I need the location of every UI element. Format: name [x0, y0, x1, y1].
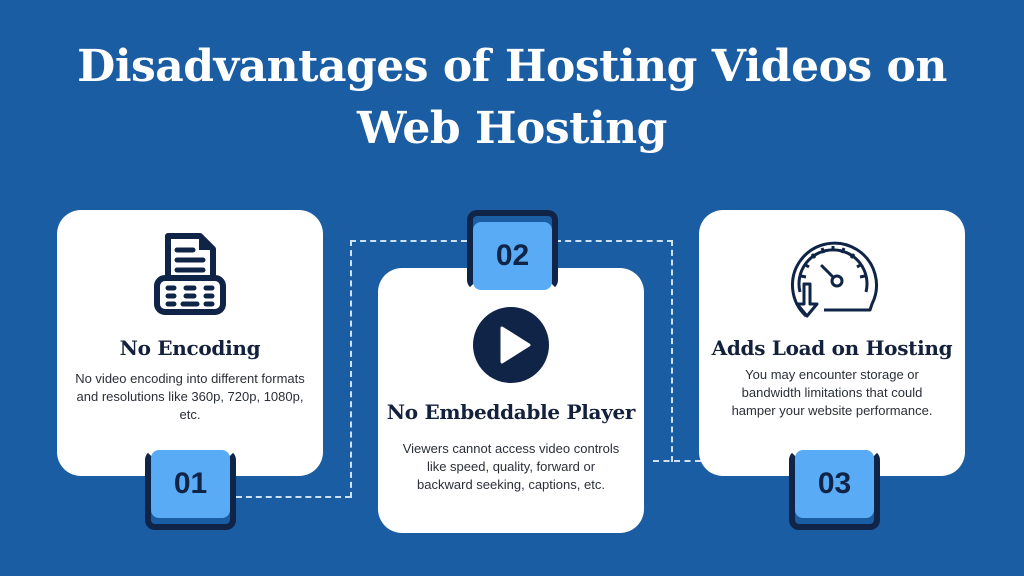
badge-frame: [467, 210, 558, 290]
card-adds-load-on-hosting: Adds Load on Hosting You may encounter s…: [699, 210, 965, 476]
connector-3-horizontal: [653, 460, 701, 462]
connector-1-horizontal: [236, 496, 351, 498]
card-heading: No Encoding: [119, 336, 261, 360]
badge-number: 02: [473, 222, 552, 290]
badge-number: 01: [151, 450, 230, 518]
card-description: No video encoding into different formats…: [75, 371, 305, 422]
badge-number: 03: [795, 450, 874, 518]
speedometer-down-icon: [784, 232, 880, 320]
number-badge-03: 03: [789, 450, 880, 530]
title-line-1: Disadvantages of Hosting Videos on: [77, 41, 947, 92]
play-circle-icon: [472, 306, 550, 384]
title-line-2: Web Hosting: [357, 103, 667, 154]
connector-3-vertical: [671, 240, 673, 462]
card-heading: Adds Load on Hosting: [711, 336, 953, 360]
card-description: Viewers cannot access video controls lik…: [402, 441, 620, 492]
document-printer-icon: [153, 232, 227, 316]
connector-2-horizontal-left: [350, 240, 467, 242]
card-heading: No Embeddable Player: [386, 400, 636, 424]
card-description: You may encounter storage or bandwidth l…: [731, 367, 933, 418]
number-badge-02: 02: [467, 210, 558, 290]
connector-1-vertical: [350, 240, 352, 498]
page-title: Disadvantages of Hosting Videos on Web H…: [0, 36, 1024, 160]
card-no-encoding: No Encoding No video encoding into diffe…: [57, 210, 323, 476]
badge-frame: [145, 450, 236, 530]
card-no-embeddable-player: No Embeddable Player Viewers cannot acce…: [378, 268, 644, 533]
connector-2-horizontal-right: [555, 240, 673, 242]
badge-frame: [789, 450, 880, 530]
number-badge-01: 01: [145, 450, 236, 530]
